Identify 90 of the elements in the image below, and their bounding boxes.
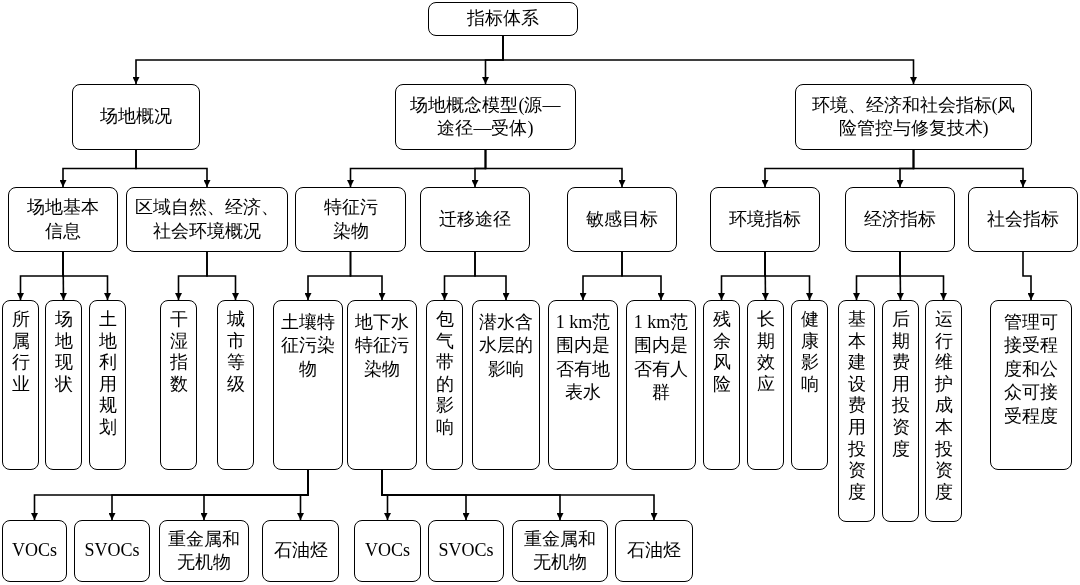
box-label: 环境、经济和社会指标(风险管控与修复技术) <box>810 93 1017 140</box>
box <box>795 84 1032 150</box>
box <box>428 520 504 582</box>
box <box>838 300 875 522</box>
arrow <box>1022 251 1035 301</box>
box <box>262 520 339 582</box>
box-label: 场地现状 <box>54 309 73 396</box>
box-label: 迁移途径 <box>439 207 511 231</box>
arrow <box>484 149 626 188</box>
box-label: 敏感目标 <box>586 207 658 231</box>
box-label: 场地基本信息 <box>27 196 99 243</box>
box <box>2 520 67 582</box>
box <box>8 187 118 252</box>
box <box>217 300 254 470</box>
box-label: 区域自然、经济、社会环境概况 <box>135 196 279 243</box>
box <box>567 187 677 252</box>
box <box>791 300 828 470</box>
box <box>45 300 82 470</box>
box <box>426 300 463 470</box>
box-label: 石油烃 <box>627 539 681 563</box>
box-label: 所属行业 <box>11 309 30 396</box>
box <box>273 300 343 470</box>
box-label: 环境指标 <box>729 207 801 231</box>
box <box>472 300 540 470</box>
arrow <box>381 469 658 521</box>
arrow <box>62 251 111 301</box>
box-label: 运行维护成本投资度 <box>934 309 953 504</box>
arrow <box>206 251 239 301</box>
box-label: 包气带的影响 <box>435 309 454 439</box>
box-label: 石油烃 <box>273 539 328 563</box>
box-label: 地下水特征污染物 <box>354 311 410 381</box>
arrow <box>912 149 1027 188</box>
arrow <box>349 251 386 301</box>
box <box>710 187 820 252</box>
box-label: 特征污染物 <box>323 196 378 243</box>
box-label: SVOCs <box>438 539 494 563</box>
box-label: 后期费用投资度 <box>891 309 910 461</box>
box-label: 经济指标 <box>864 207 936 231</box>
box <box>354 520 421 582</box>
box <box>160 300 197 470</box>
box <box>89 300 126 470</box>
box <box>428 2 578 36</box>
box-label: 1 km范围内是否有地表水 <box>555 311 611 405</box>
arrow <box>474 251 510 301</box>
box-label: VOCs <box>12 539 57 563</box>
box-label: 重金属和无机物 <box>523 527 597 574</box>
box-label: 社会指标 <box>987 207 1059 231</box>
box-label: 重金属和无机物 <box>167 527 241 574</box>
box-label: 长期效应 <box>756 309 775 396</box>
box <box>703 300 740 470</box>
box <box>159 520 249 582</box>
box-label: 1 km范围内是否有人群 <box>633 311 689 405</box>
box <box>968 187 1078 252</box>
box <box>74 520 150 582</box>
box <box>126 187 288 252</box>
box-label: 土壤特征污染物 <box>281 311 335 381</box>
box-label: 场地概念模型(源—途径—受体) <box>409 93 562 140</box>
box <box>2 300 39 470</box>
box <box>512 520 608 582</box>
box-label: 残余风险 <box>712 309 731 396</box>
box-label: VOCs <box>365 539 410 563</box>
box-label: 健康影响 <box>800 309 819 396</box>
box-label: 指标体系 <box>467 7 539 31</box>
arrow <box>135 149 211 188</box>
box <box>420 187 530 252</box>
box-label: SVOCs <box>84 539 140 563</box>
arrow <box>621 251 665 301</box>
box <box>747 300 784 470</box>
box <box>347 300 417 470</box>
box-label: 干湿指数 <box>169 309 188 396</box>
box <box>626 300 696 470</box>
arrow <box>297 469 309 521</box>
box <box>72 84 200 150</box>
box <box>615 520 693 582</box>
box-label: 潜水含水层的影响 <box>479 311 533 381</box>
box <box>295 187 406 252</box>
box-label: 城市等级 <box>226 309 245 396</box>
box-label: 土地利用规划 <box>98 309 117 439</box>
box-label: 场地概况 <box>100 105 172 129</box>
box <box>548 300 618 470</box>
box-label: 管理可接受程度和公众可接受程度 <box>1003 311 1059 428</box>
box <box>882 300 919 522</box>
box <box>925 300 962 522</box>
box-label: 基本建设费用投资度 <box>847 309 866 504</box>
arrow <box>764 251 813 301</box>
box <box>845 187 955 252</box>
arrow <box>502 35 917 85</box>
arrow <box>899 251 947 301</box>
box <box>395 84 576 150</box>
box <box>990 300 1072 470</box>
